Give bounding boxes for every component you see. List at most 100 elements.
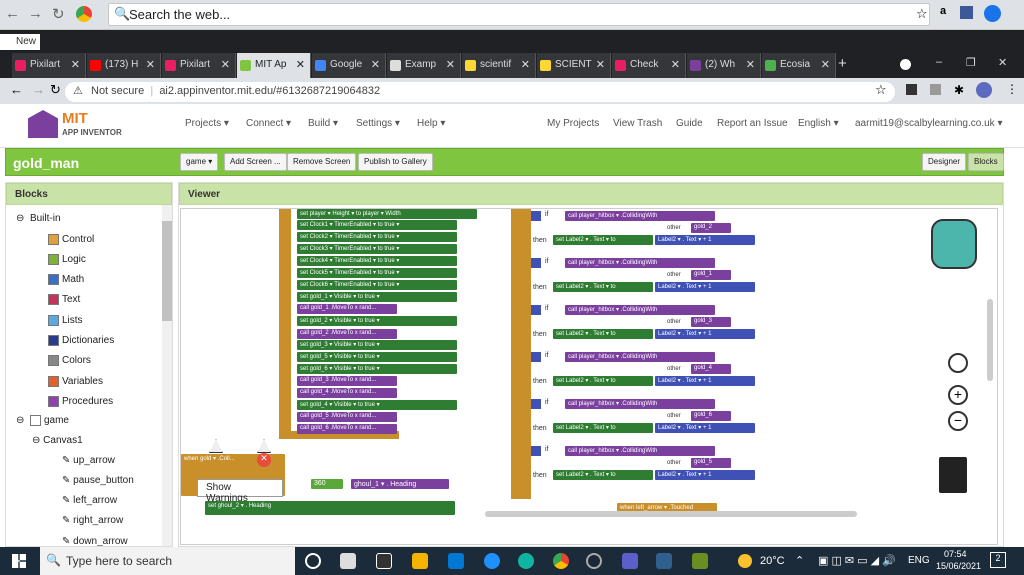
set-label-block[interactable]: set Label2 ▾ . Text ▾ to [553, 329, 653, 339]
workspace-block[interactable]: call gold_5 .MoveTo x rand... [297, 412, 397, 422]
tab-2[interactable]: Pixilart✕ [162, 53, 236, 78]
category-5[interactable]: Dictionaries [48, 332, 114, 350]
tab-close-icon[interactable]: ✕ [745, 59, 755, 71]
edge-new-icon[interactable] [518, 553, 534, 569]
when-left-arrow-touched[interactable]: when left_arrow ▾ .Touched [617, 503, 717, 513]
workspace-block[interactable]: set Clock5 ▾ TimerEnabled ▾ to true ▾ [297, 268, 457, 278]
category-6[interactable]: Colors [48, 352, 91, 370]
reload-icon[interactable]: ↻ [52, 6, 65, 23]
tab-close-icon[interactable]: ✕ [70, 59, 80, 71]
temperature[interactable]: 20°C [760, 555, 785, 567]
tab-1[interactable]: (173) H✕ [87, 53, 161, 78]
workspace-block[interactable]: set gold_4 ▾ Visible ▾ to true ▾ [297, 400, 457, 410]
set-label-block[interactable]: set Label2 ▾ . Text ▾ to [553, 470, 653, 480]
tab-7[interactable]: SCIENT✕ [537, 53, 611, 78]
puzzle-icon[interactable]: ✱ [954, 83, 965, 97]
colliding-with-block[interactable]: call player_hitbox ▾ .CollidingWith [565, 446, 715, 456]
set-heading-block[interactable]: set ghoul_2 ▾ . Heading [205, 501, 455, 515]
publish-gallery-button[interactable]: Publish to Gallery [358, 153, 433, 171]
clock-date[interactable]: 15/06/2021 [936, 561, 982, 571]
collapse-icon[interactable]: ⊖ [16, 212, 25, 224]
remove-screen-button[interactable]: Remove Screen [287, 153, 357, 171]
forward-icon[interactable]: → [32, 82, 45, 97]
gear-icon[interactable] [531, 211, 541, 221]
menu-4[interactable]: Help ▾ [417, 118, 446, 129]
tab-4[interactable]: Google✕ [312, 53, 386, 78]
tab-10[interactable]: Ecosia✕ [762, 53, 836, 78]
gear-icon[interactable] [531, 352, 541, 362]
blocks-button[interactable]: Blocks [968, 153, 1004, 171]
screen-select[interactable]: game ▾ [180, 153, 219, 171]
tab-6[interactable]: scientif✕ [462, 53, 536, 78]
language-indicator[interactable]: ENG [908, 555, 930, 566]
workspace-block[interactable]: set Clock6 ▾ TimerEnabled ▾ to true ▾ [297, 280, 457, 290]
category-7[interactable]: Variables [48, 372, 103, 390]
dashlane-icon[interactable] [984, 5, 1001, 22]
steam-icon[interactable] [586, 553, 602, 569]
back-icon[interactable]: ← [10, 82, 23, 97]
menu-2[interactable]: Build ▾ [308, 118, 339, 129]
error-icon[interactable]: ✕ [257, 453, 271, 467]
gold-component-block[interactable]: gold_4 [691, 364, 731, 374]
tab-close-icon[interactable]: ✕ [520, 59, 530, 71]
gear-icon[interactable] [531, 258, 541, 268]
new-tab-icon[interactable]: + [838, 55, 847, 72]
chrome-icon[interactable] [76, 6, 92, 22]
menu-0[interactable]: Projects ▾ [185, 118, 229, 129]
add-screen-button[interactable]: Add Screen ... [224, 153, 287, 171]
category-4[interactable]: Lists [48, 311, 83, 329]
tray-icons[interactable]: ▣ ◫ ✉ ▭ ◢ 🔊 [818, 555, 896, 567]
tab-close-icon[interactable]: ✕ [445, 59, 455, 71]
set-label-block[interactable]: set Label2 ▾ . Text ▾ to [553, 423, 653, 433]
tab-8[interactable]: Check✕ [612, 53, 686, 78]
category-3[interactable]: Text [48, 291, 80, 309]
zoom-in-icon[interactable]: + [948, 385, 968, 405]
component-4[interactable]: ✎ down_arrow [62, 532, 128, 546]
workspace-block[interactable]: call gold_3 .MoveTo x rand... [297, 376, 397, 386]
forward-icon[interactable]: → [28, 5, 43, 22]
workspace-block[interactable]: set Clock2 ▾ TimerEnabled ▾ to true ▾ [297, 232, 457, 242]
workspace-block[interactable]: set gold_6 ▾ Visible ▾ to true ▾ [297, 364, 457, 374]
recenter-icon[interactable] [948, 353, 968, 373]
tab-9[interactable]: (2) Wh✕ [687, 53, 761, 78]
restore-icon[interactable]: ❐ [966, 57, 976, 69]
workspace-vscroll[interactable] [987, 299, 993, 381]
gear-icon[interactable] [531, 446, 541, 456]
menu-1[interactable]: Connect ▾ [246, 118, 292, 129]
chrome-icon[interactable] [553, 553, 569, 569]
workspace-block[interactable]: call gold_1 .MoveTo x rand... [297, 304, 397, 314]
facebook-icon[interactable] [960, 6, 973, 19]
right-menu-2[interactable]: Guide [676, 118, 703, 129]
tab-3[interactable]: MIT Ap✕ [237, 53, 311, 78]
menu-3[interactable]: Settings ▾ [356, 118, 400, 129]
tab-close-icon[interactable]: ✕ [595, 59, 605, 71]
ghoul1-heading-block[interactable]: ghoul_1 ▾ . Heading [351, 479, 449, 489]
gear-icon[interactable] [531, 399, 541, 409]
builtin-node[interactable]: ⊖ Built-in [16, 209, 61, 227]
component-0[interactable]: ✎ up_arrow [62, 451, 115, 469]
gold-component-block[interactable]: gold_5 [691, 458, 731, 468]
event-block-body[interactable] [279, 209, 291, 435]
set-label-block[interactable]: set Label2 ▾ . Text ▾ to [553, 235, 653, 245]
tab-close-icon[interactable]: ✕ [220, 59, 230, 71]
workspace-block[interactable]: set gold_5 ▾ Visible ▾ to true ▾ [297, 352, 457, 362]
right-menu-0[interactable]: My Projects [547, 118, 600, 129]
close-window-icon[interactable]: ✕ [998, 57, 1008, 69]
backpack-icon[interactable] [931, 219, 977, 269]
tab-close-icon[interactable]: ✕ [370, 59, 380, 71]
component-1[interactable]: ✎ pause_button [62, 471, 134, 489]
category-8[interactable]: Procedures [48, 392, 113, 410]
workspace-hscroll[interactable] [485, 511, 857, 517]
canvas-node[interactable]: ⊖ Canvas1 [32, 431, 83, 449]
workspace-block[interactable]: set gold_2 ▾ Visible ▾ to true ▾ [297, 316, 457, 326]
workspace-block[interactable]: call gold_6 .MoveTo x rand... [297, 424, 397, 434]
workspace-block[interactable]: set Clock4 ▾ TimerEnabled ▾ to true ▾ [297, 256, 457, 266]
tab-search-icon[interactable] [900, 59, 911, 70]
file-explorer-icon[interactable] [412, 553, 428, 569]
game-node[interactable]: ⊖ game [16, 411, 69, 429]
